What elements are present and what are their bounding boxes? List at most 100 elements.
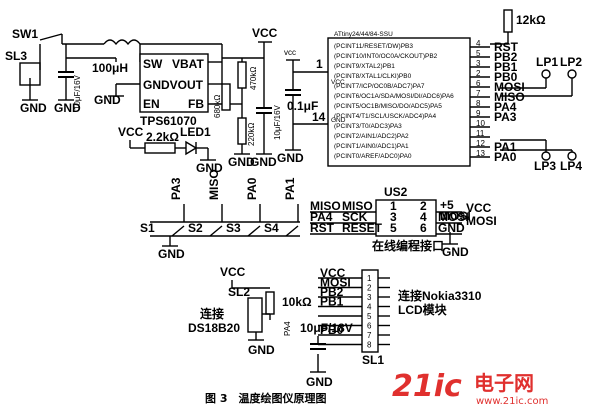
reg-gndvout: GNDVOUT [143,78,204,92]
isp-vcc: VCC [466,201,492,215]
lcd-pin-num: 4 [367,303,372,312]
lp3-testpoint [541,151,551,161]
led-gnd: GND [196,161,223,175]
lcd-pin-num: 2 [367,284,372,293]
mcu-pin-num: 12 [476,139,485,148]
isp-net-left: MISO [310,199,341,213]
lp4-label: LP4 [560,159,582,173]
watermark: 21ic 电子网 www.21ic.com [392,369,548,407]
lcd-pin-num: 1 [367,274,372,283]
led1 [185,140,198,156]
mcu-pin-net: MISO [494,90,525,104]
r680k [221,83,231,111]
figure-caption: 图 3 温度绘图仪原理图 [205,391,326,405]
r10k [265,291,275,315]
mcu-name: ATtiny24/44/84-SSU [334,31,393,38]
mcu-pin-net: PB1 [494,60,518,74]
cap-out-gnd: GND [250,155,277,169]
isp-inner-right: GND [438,221,465,235]
r220k-label: 220kΩ [247,123,256,146]
cap-01-gnd: GND [277,151,304,165]
ds-conn-label: 连接 [200,306,224,321]
sw1-switch [39,33,63,41]
attiny-mcu [327,37,471,167]
s3-label: S3 [226,221,241,235]
r680k-label: 680kΩ [213,95,222,118]
watermark-cn: 电子网 [474,371,534,395]
mcu-pin-func: (PCINT11/RESET/DW)PB3 [334,43,413,50]
mcu-pin-num: 6 [476,79,481,88]
lcd-pin-num: 7 [367,331,372,340]
s4-label: S4 [264,221,279,235]
r220k [237,117,247,145]
mcu-pin-num: 10 [476,119,485,128]
mcu-pin-net: PA4 [494,100,517,114]
mcu-pin-num: 8 [476,99,481,108]
isp-net-left: RST [310,221,335,235]
isp-caption: 在线编程接口 [372,238,444,253]
inductor-label: 100μH [92,61,128,75]
power-section: SW1 SL3 GND GND 10μF/16V 100μH GND SW VB… [5,26,282,175]
lcd-pin-num: 5 [367,312,372,321]
lp1-label: LP1 [536,55,558,69]
lcd-pin-num: 3 [367,293,372,302]
r2k2-label: 2.2kΩ [146,130,179,144]
switch-gnd: GND [158,247,185,261]
mcu-pin-net: PB2 [494,50,518,64]
sl2-pa4: PA4 [283,321,292,336]
mcu-pin-func: (PCINT2/AIN1/ADC2)PA2 [334,133,409,140]
lcd-net-label: PB0 [320,323,344,337]
r12k-label: 12kΩ [516,13,546,27]
mcu-pin-func: (PCINT10/INT0/OC0A/CKOUT)PB2 [334,53,438,60]
ds18b20-section: VCC SL2 连接 DS18B20 10kΩ PA4 GND [188,265,312,357]
r12k [503,9,513,33]
switch-contact [285,225,299,237]
isp-header [375,199,437,237]
isp-net-left: PA4 [310,210,333,224]
switch-contact [247,225,261,237]
mcu-pin-func: (PCINT3/T0/ADC3)PA3 [334,123,402,130]
r470k-label: 470kΩ [249,67,258,90]
mcu-pin-func: (PCINT7/ICP/OC0B/ADC7)PA7 [334,83,425,90]
isp-net-right: MOSI [440,209,471,223]
sl2-label: SL2 [228,285,250,299]
cap-out-label: 10μF/16V [273,104,282,140]
isp-inner-left: RESET [342,221,383,235]
isp-gnd: GND [442,245,469,259]
nokia-lcd-label: LCD模块 [398,302,448,317]
mcu-pin14: 14 [312,110,326,124]
isp-pin-left: 5 [390,221,397,235]
vcc-sl2-label: VCC [220,265,246,279]
mcu-pin-num: 5 [476,49,481,58]
lcd-net-label: PB2 [320,285,344,299]
switch-net-label: PA0 [245,177,259,200]
lp3-label: LP3 [534,159,556,173]
vcc-led-label: VCC [118,125,144,139]
isp-pin-left: 3 [390,210,397,224]
ds-label: DS18B20 [188,321,240,335]
mcu-pin-func: (PCINT4/T1/SCL/USCK/ADC4)PA4 [334,113,436,120]
isp-mosi-right: MOSI [466,214,497,228]
isp-pin-right: 6 [420,221,427,235]
sw1-label: SW1 [12,27,38,41]
isp-pin-left: 1 [390,199,397,213]
switch-contact [171,225,185,237]
r470k [237,61,247,89]
lcd-net-label: MOSI [320,276,351,290]
mcu-pin-num: 13 [476,149,485,158]
reg-sw: SW [143,57,163,71]
isp-pin-right: 4 [420,210,427,224]
isp-inner-right: MOSI [438,210,469,224]
mcu-pin-net: PA3 [494,110,517,124]
isp-inner-left: MISO [342,199,373,213]
led-label: LED1 [180,125,211,139]
mcu-pin-net: PB0 [494,70,518,84]
mcu-pin-num: 4 [476,39,481,48]
